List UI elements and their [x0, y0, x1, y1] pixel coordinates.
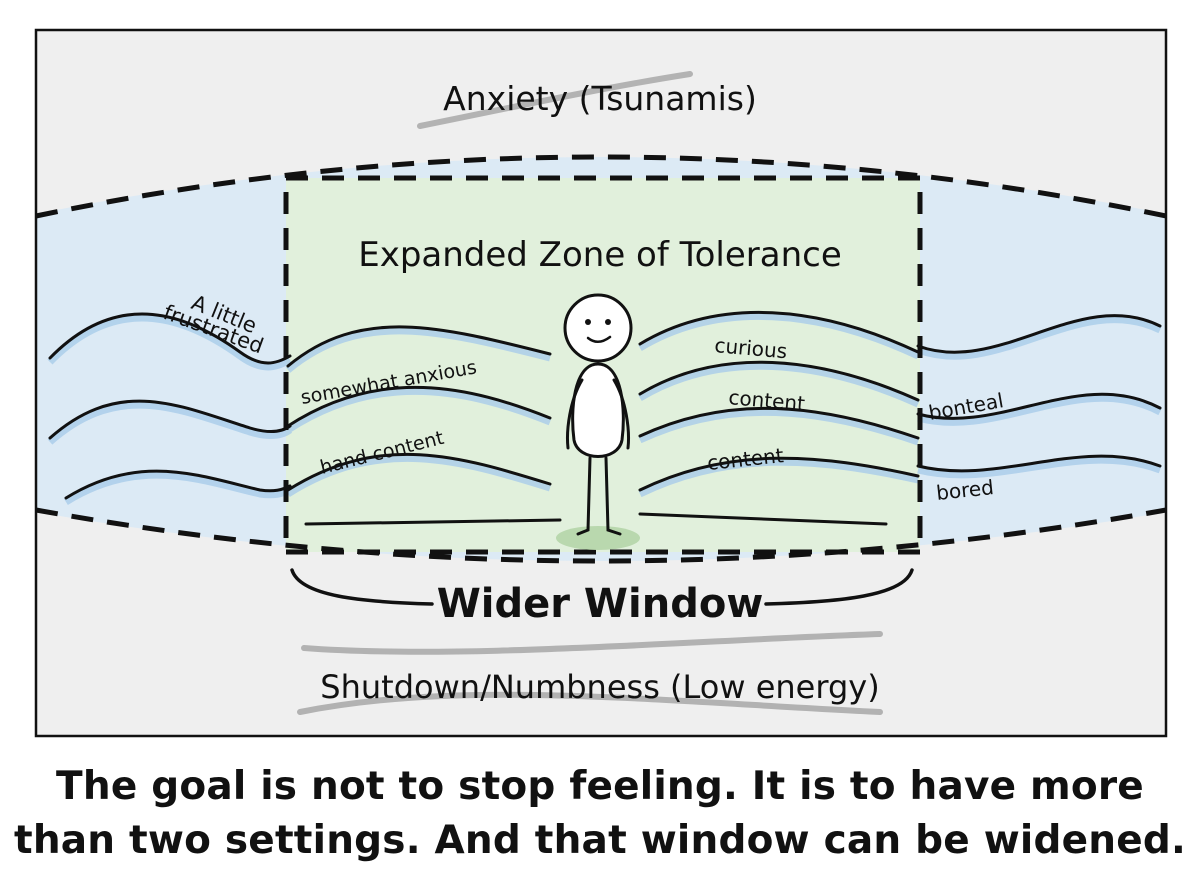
caption-line-1: The goal is not to stop feeling. It is t… — [56, 764, 1144, 809]
ground-right — [638, 512, 888, 526]
wave-right-4 — [638, 456, 920, 492]
wave-lines — [48, 310, 1162, 526]
wave-right-2 — [638, 360, 920, 402]
wave-mid-2 — [286, 385, 552, 428]
wave-far-right-2 — [916, 392, 1162, 420]
wave-mid-3 — [286, 452, 552, 492]
wider-window-brace-left — [290, 568, 434, 606]
figure-shadow — [556, 526, 640, 550]
wave-far-right-1 — [916, 314, 1162, 354]
bottom-label: Shutdown/Numbness (Low energy) — [320, 668, 879, 706]
wave-far-right-3 — [916, 454, 1162, 473]
wave-highlights — [47, 312, 1162, 505]
stick-figure — [556, 293, 640, 550]
top-label: Anxiety (Tsunamis) — [443, 79, 757, 118]
wave-right-1 — [638, 310, 920, 354]
ground-left — [304, 518, 562, 526]
zone-title: Expanded Zone of Tolerance — [358, 235, 842, 275]
wider-window-brace-right — [764, 568, 914, 606]
wave-mid-1 — [286, 325, 552, 368]
wider-window-label: Wider Window — [437, 581, 764, 627]
panel-border — [34, 28, 1168, 738]
wave-right-3 — [638, 406, 920, 440]
wave-left-2 — [48, 399, 292, 440]
wave-left-3 — [64, 469, 292, 500]
figure-body — [571, 362, 625, 458]
caption-line-2: than two settings. And that window can b… — [13, 818, 1187, 863]
wave-left-1 — [48, 312, 292, 365]
caption: The goal is not to stop feeling. It is t… — [0, 760, 1200, 868]
scribble-strokes — [297, 71, 883, 715]
figure-head — [563, 293, 633, 363]
